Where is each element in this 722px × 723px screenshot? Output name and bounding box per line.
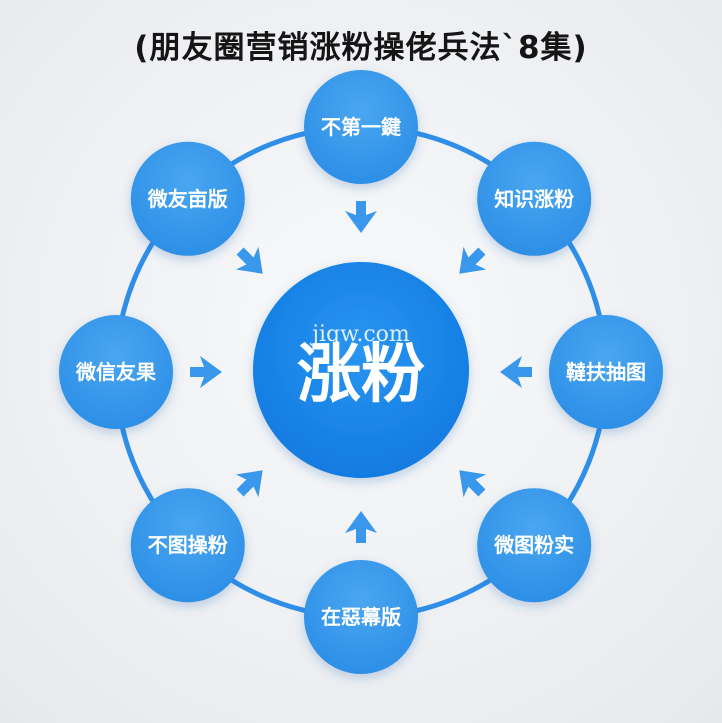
center-node xyxy=(253,262,469,478)
node-circle xyxy=(130,141,245,256)
arrow-icon xyxy=(235,470,263,498)
arrows-layer xyxy=(190,201,532,543)
node-circle xyxy=(304,560,418,674)
node-label: 知识涨粉 xyxy=(494,187,574,211)
center-watermark: jiqw.com xyxy=(309,322,410,347)
node-label: 韃扶抽图 xyxy=(566,360,646,384)
node-label: 在惡幕版 xyxy=(321,605,401,629)
node-left xyxy=(59,315,173,429)
arrow-icon xyxy=(345,201,377,233)
node-top xyxy=(304,70,418,184)
node-bottom xyxy=(304,560,418,674)
arrow-icon xyxy=(235,246,263,274)
arrow-icon xyxy=(190,356,222,388)
node-label: 微图粉实 xyxy=(493,533,574,557)
node-circle xyxy=(477,141,592,256)
node-label: 不第一鍵 xyxy=(321,115,401,139)
node-circle xyxy=(477,488,592,603)
arrow-icon xyxy=(345,511,377,543)
node-bottom-right xyxy=(477,488,592,603)
node-label: 不图操粉 xyxy=(148,533,228,557)
node-circle xyxy=(549,315,663,429)
node-bottom-left xyxy=(130,488,245,603)
center-label: 涨粉 xyxy=(297,338,425,412)
center-circle xyxy=(253,262,469,478)
arrow-icon xyxy=(500,356,532,388)
arrow-icon xyxy=(459,470,487,498)
node-top-left xyxy=(130,141,245,256)
node-label: 微信友果 xyxy=(75,360,156,384)
node-label: 微友亩版 xyxy=(147,187,228,211)
node-right xyxy=(549,315,663,429)
page-title: (朋友圈营销涨粉操佬兵法`8集) xyxy=(134,30,588,66)
arrow-icon xyxy=(459,246,487,274)
node-top-right xyxy=(477,141,592,256)
node-circle xyxy=(59,315,173,429)
node-circle xyxy=(130,488,245,603)
node-circle xyxy=(304,70,418,184)
